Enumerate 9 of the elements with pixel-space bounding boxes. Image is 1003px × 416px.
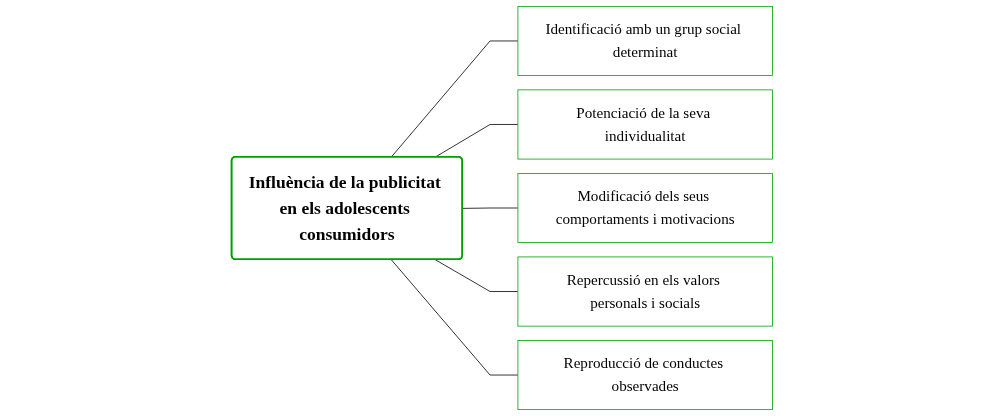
node-box: Reproducció de conductes observades (517, 340, 773, 411)
connector (434, 259, 518, 292)
node-box: Modificació dels seus comportaments i motivacions (517, 173, 773, 243)
node-box: Potenciació de la seva individualitat (517, 89, 773, 160)
connector (390, 40, 518, 158)
connector (461, 207, 518, 209)
node-box: Repercussió en els valors personals i socials (517, 256, 773, 327)
connector (390, 259, 518, 376)
node-box: Identificació amb un grup social determinat (517, 5, 773, 76)
